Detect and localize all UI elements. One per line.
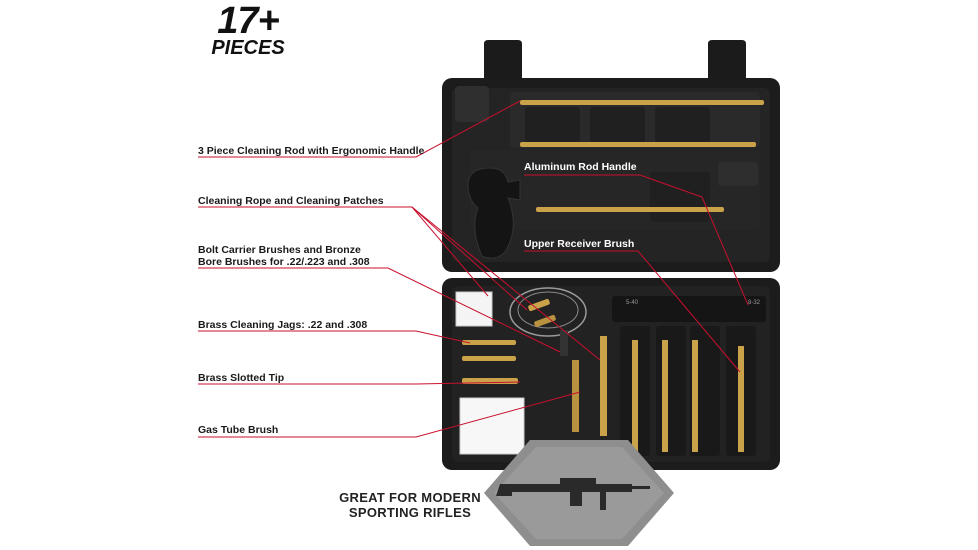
case-handle-right bbox=[708, 40, 746, 80]
bore-brushes bbox=[560, 326, 756, 456]
jag-22 bbox=[462, 340, 516, 345]
callout-brushes-line2: Bore Brushes for .22/.223 and .308 bbox=[198, 256, 370, 268]
jag-308 bbox=[462, 356, 516, 361]
rod-2 bbox=[520, 142, 756, 147]
callout-brushes-line1: Bolt Carrier Brushes and Bronze bbox=[198, 244, 361, 256]
callout-rope: Cleaning Rope and Cleaning Patches bbox=[198, 195, 384, 207]
slot-label-left: 5-40 bbox=[626, 300, 639, 306]
slot-label-right: 8-32 bbox=[748, 300, 761, 306]
rod-1 bbox=[520, 100, 764, 105]
tagline-line1: GREAT FOR MODERN bbox=[339, 490, 481, 505]
tagline-line2: SPORTING RIFLES bbox=[348, 505, 472, 520]
cleaning-patches-bottom bbox=[459, 397, 525, 455]
piece-unit: PIECES bbox=[211, 37, 285, 59]
case-handle-left bbox=[484, 40, 522, 80]
t-handle bbox=[467, 167, 521, 259]
callout-gas: Gas Tube Brush bbox=[198, 424, 279, 436]
callout-tip: Brass Slotted Tip bbox=[198, 372, 285, 384]
cleaning-rope bbox=[509, 287, 587, 337]
tagline: GREAT FOR MODERN SPORTING RIFLES bbox=[330, 490, 490, 520]
callout-lines bbox=[198, 100, 749, 438]
callout-rod: 3 Piece Cleaning Rod with Ergonomic Hand… bbox=[198, 145, 425, 157]
callout-receiver: Upper Receiver Brush bbox=[524, 238, 635, 250]
rod-3 bbox=[536, 207, 724, 212]
piece-count: 17+ bbox=[217, 0, 279, 42]
rifle-icon bbox=[496, 478, 650, 510]
headline: 17+ PIECES bbox=[198, 2, 298, 58]
callout-handle: Aluminum Rod Handle bbox=[524, 161, 637, 173]
cleaning-patches-top bbox=[455, 291, 493, 327]
callout-jags: Brass Cleaning Jags: .22 and .308 bbox=[198, 319, 368, 331]
